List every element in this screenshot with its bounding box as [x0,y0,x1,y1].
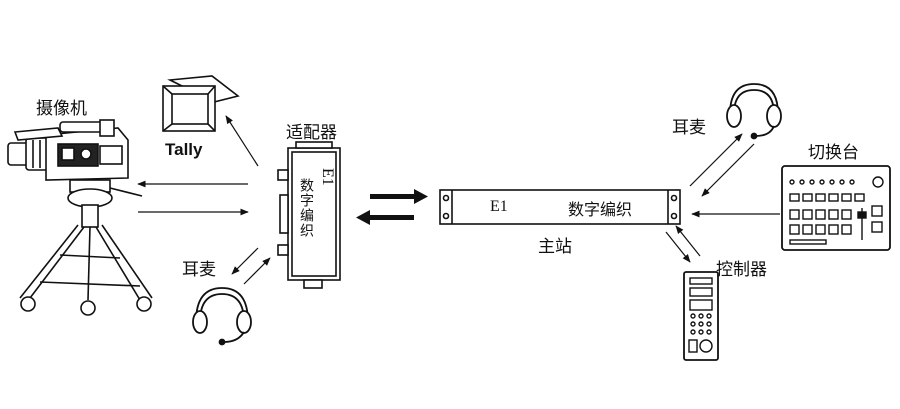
arrow-headset-right-b [701,143,755,197]
station-label: 主站 [538,237,572,257]
camera-label: 摄像机 [36,99,87,119]
controller-illustration [683,271,719,361]
adapter-label: 适配器 [286,123,337,143]
headset-left-illustration [192,287,252,346]
station-code: E1 [490,198,508,215]
camera-illustration [7,119,153,316]
signal-arrows [137,115,780,285]
arrow-headset-left-a [231,247,259,275]
arrow-headset-right-a [689,133,743,187]
tally-label: Tally [165,140,203,159]
headset-right-label: 耳麦 [672,118,706,138]
station-digital-text: 数字编织 [568,200,633,219]
tally-illustration [162,75,240,132]
link-arrows [356,189,428,225]
adapter-box [277,141,341,289]
headset-right-illustration [726,83,782,140]
adapter-code: E1 [319,168,336,186]
arrow-controller-a [665,231,691,263]
arrow-to-tally [225,115,259,167]
arrow-headset-left-b [243,257,271,285]
controller-label: 控制器 [716,260,767,280]
adapter-digital-text: 数字编织 [298,178,314,238]
switcher-illustration [781,165,891,251]
station-rack [439,189,681,225]
switcher-label: 切换台 [808,143,859,163]
headset-left-label: 耳麦 [182,260,216,280]
arrow-controller-b [675,225,701,257]
